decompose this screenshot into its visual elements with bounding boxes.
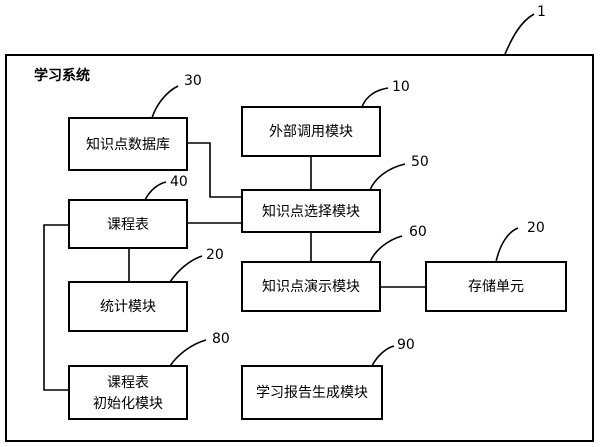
module-storage-box [425,261,567,312]
module-external-box [241,106,381,157]
module-demo-box [241,261,381,312]
module-external-ref: 10 [392,79,410,95]
module-storage-ref-leader [495,227,519,263]
module-report: 学习报告生成模块 90 [241,337,415,420]
module-kb-label: 知识点数据库 [86,136,170,153]
wire-kb-to-selector [187,142,242,198]
module-external: 外部调用模块 10 [241,79,410,157]
module-init: 课程表 初始化模块 80 [68,331,230,420]
module-demo-ref-leader [369,235,403,263]
wire-schedule-to-init [43,224,69,391]
module-kb: 知识点数据库 30 [68,73,202,171]
module-demo: 知识点演示模块 60 [241,224,427,312]
module-init-ref: 80 [212,331,230,347]
module-stats-ref-leader [169,255,203,283]
module-demo-label: 知识点演示模块 [262,278,360,295]
module-stats-label: 统计模块 [100,299,156,315]
module-init-label-line1: 课程表 [107,375,149,391]
module-selector: 知识点选择模块 50 [241,154,429,233]
system-frame [5,54,594,442]
module-report-ref: 90 [397,337,415,353]
module-selector-label: 知识点选择模块 [262,203,360,220]
module-kb-ref-leader [151,85,179,119]
module-external-ref-leader [361,87,389,108]
module-init-ref-leader [169,339,207,367]
module-selector-ref: 50 [411,154,429,170]
system-ref: 1 [537,4,546,20]
module-storage-ref: 20 [527,220,545,236]
module-selector-ref-leader [369,163,406,191]
connection-lines [43,142,426,391]
module-stats: 统计模块 20 [68,247,224,332]
module-external-label: 外部调用模块 [269,124,353,140]
system-label: 学习系统 [34,67,90,84]
module-schedule-ref: 40 [170,174,188,190]
module-selector-box [241,189,381,233]
module-stats-ref: 20 [206,247,224,263]
module-init-label-line2: 初始化模块 [93,395,163,412]
module-schedule-box [68,199,188,249]
module-demo-ref: 60 [409,224,427,240]
module-stats-box [68,281,188,332]
module-init-box [68,365,188,420]
module-kb-box [68,117,188,171]
module-report-box [241,365,383,420]
module-report-ref-leader [371,345,395,367]
module-schedule: 课程表 40 [68,174,188,249]
module-schedule-ref-leader [144,181,167,201]
module-kb-ref: 30 [184,73,202,89]
system-ref-leader [504,13,535,55]
module-storage: 存储单元 20 [425,220,567,312]
module-schedule-label: 课程表 [107,217,149,233]
module-storage-label: 存储单元 [468,279,524,295]
module-report-label: 学习报告生成模块 [256,385,368,401]
